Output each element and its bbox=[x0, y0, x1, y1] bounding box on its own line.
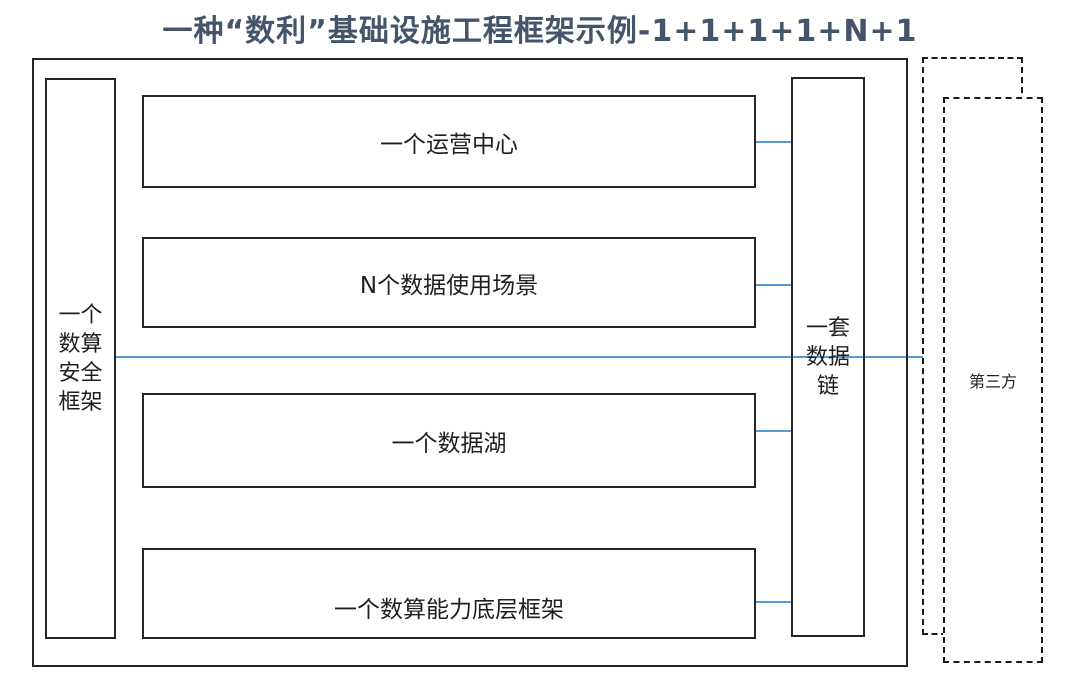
data-chain-label: 一套 数据 链 bbox=[805, 315, 850, 399]
data-usage-scenarios-box: N个数据使用场景 bbox=[142, 237, 756, 328]
operations-center-box: 一个运营中心 bbox=[142, 95, 756, 188]
data-lake-box: 一个数据湖 bbox=[142, 393, 756, 488]
security-framework-panel: 一个 数算 安全 框架 bbox=[45, 78, 116, 639]
diagram-title: 一种“数利”基础设施工程框架示例-1+1+1+1+N+1 bbox=[162, 14, 918, 49]
data-usage-scenarios-label: N个数据使用场景 bbox=[359, 272, 539, 299]
operations-center-label: 一个运营中心 bbox=[380, 131, 518, 158]
connector-line-data-lake bbox=[755, 430, 791, 432]
outer-frame bbox=[32, 58, 908, 667]
main-data-line bbox=[115, 356, 923, 358]
data-lake-label: 一个数据湖 bbox=[391, 430, 507, 457]
connector-line-data-usage-scenarios bbox=[755, 284, 791, 286]
security-framework-label: 一个 数算 安全 框架 bbox=[58, 302, 103, 415]
third-party-label: 第三方 bbox=[968, 372, 1017, 391]
third-party-box: 第三方 bbox=[943, 97, 1043, 663]
computing-capability-framework-label: 一个数算能力底层框架 bbox=[334, 597, 564, 623]
connector-line-computing-capability bbox=[755, 601, 791, 603]
computing-capability-framework-box: 一个数算能力底层框架 bbox=[142, 548, 756, 639]
data-chain-panel: 一套 数据 链 bbox=[791, 77, 865, 637]
connector-line-operations-center bbox=[755, 141, 791, 143]
